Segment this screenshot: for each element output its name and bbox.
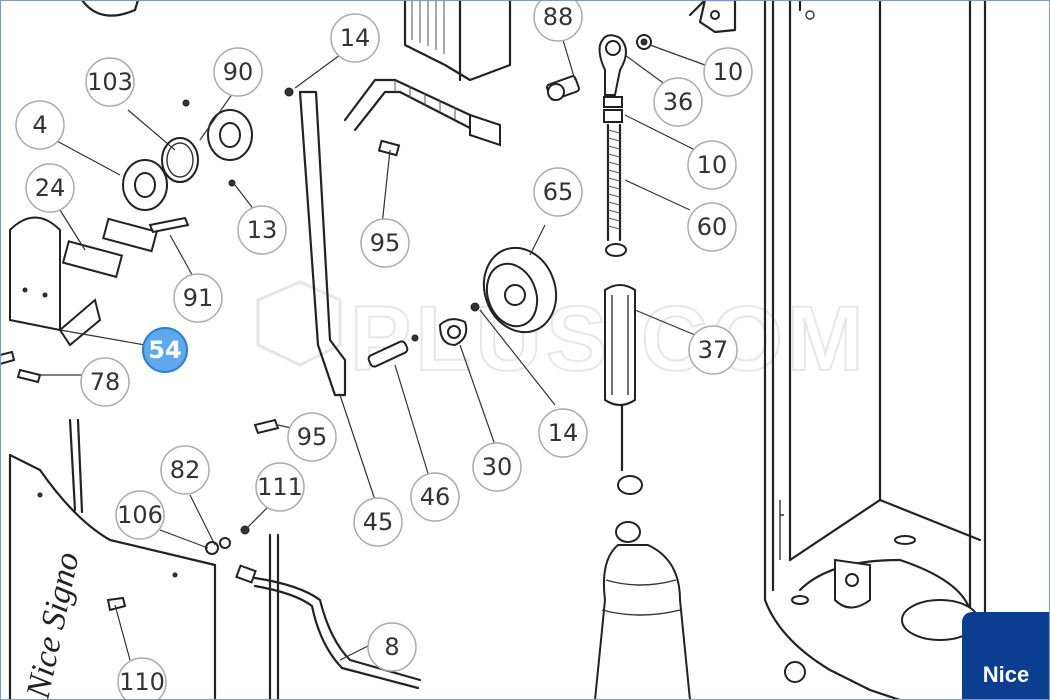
callout-4-label: 4 <box>32 111 47 139</box>
callout-95-mid: 95 <box>287 412 337 462</box>
callout-13-label: 13 <box>247 216 278 244</box>
callout-91-label: 91 <box>183 284 214 312</box>
callout-14-mid: 14 <box>538 408 588 458</box>
callout-54-highlighted[interactable]: 54 <box>142 327 188 373</box>
callout-10-top: 10 <box>703 47 753 97</box>
pin-46 <box>367 340 409 368</box>
callout-36-label: 36 <box>663 88 694 116</box>
callout-95-top: 95 <box>360 218 410 268</box>
callout-4: 4 <box>15 100 65 150</box>
callout-54-label: 54 <box>148 336 181 364</box>
gearbox-block <box>403 0 512 82</box>
threaded-rod <box>605 123 627 257</box>
callout-111-label: 111 <box>257 473 303 501</box>
callout-37-label: 37 <box>698 336 729 364</box>
cable <box>235 564 422 690</box>
callout-45: 45 <box>353 497 403 547</box>
partial-part-top-left <box>80 0 140 17</box>
callout-8-label: 8 <box>384 633 399 661</box>
callout-91: 91 <box>173 273 223 323</box>
callout-82-label: 82 <box>170 456 201 484</box>
callout-14-top-label: 14 <box>340 24 371 52</box>
callout-95-mid-label: 95 <box>297 423 328 451</box>
bracket-54 <box>9 216 102 347</box>
callout-103: 103 <box>85 57 135 107</box>
callout-24-label: 24 <box>35 174 66 202</box>
callout-65: 65 <box>533 167 583 217</box>
callout-46-label: 46 <box>420 483 451 511</box>
callout-8: 8 <box>367 622 417 672</box>
lever-arm <box>284 87 347 397</box>
callout-45-label: 45 <box>363 508 394 536</box>
callout-60: 60 <box>687 202 737 252</box>
callout-13: 13 <box>237 205 287 255</box>
callout-88-label: 88 <box>543 3 574 31</box>
callout-95-top-label: 95 <box>370 229 401 257</box>
callout-106-label: 106 <box>117 501 163 529</box>
callout-30-label: 30 <box>482 453 513 481</box>
panel-side-text: Nice Signo <box>19 549 86 700</box>
fittings <box>106 525 250 612</box>
callout-60-label: 60 <box>697 213 728 241</box>
callout-90-label: 90 <box>223 58 254 86</box>
callout-10-top-label: 10 <box>713 58 744 86</box>
callout-36: 36 <box>653 77 703 127</box>
callout-24: 24 <box>25 163 75 213</box>
spring-bell <box>593 521 692 700</box>
rod-end-assembly <box>546 34 652 123</box>
callout-78-label: 78 <box>90 368 121 396</box>
crank-handle <box>343 78 501 157</box>
callout-111: 111 <box>255 462 305 512</box>
callout-90: 90 <box>213 47 263 97</box>
callout-10-mid: 10 <box>687 140 737 190</box>
callout-78: 78 <box>80 357 130 407</box>
callout-14-mid-label: 14 <box>548 419 579 447</box>
callout-110: 110 <box>117 657 167 700</box>
top-right-bracket <box>688 0 737 34</box>
brand-logo-text: Nice <box>982 662 1030 687</box>
brand-logo: Nice <box>962 612 1050 700</box>
callout-110-label: 110 <box>119 668 165 696</box>
pulley <box>438 246 558 347</box>
leader-lines <box>40 29 706 661</box>
spring <box>604 284 643 495</box>
callout-88: 88 <box>533 0 583 42</box>
screw-78 <box>16 368 42 384</box>
callout-106: 106 <box>115 490 165 540</box>
cabinet-housing <box>763 0 987 700</box>
callout-103-label: 103 <box>87 68 133 96</box>
callout-82: 82 <box>160 445 210 495</box>
callout-10-mid-label: 10 <box>697 151 728 179</box>
callout-30: 30 <box>472 442 522 492</box>
callout-37: 37 <box>688 325 738 375</box>
callout-65-label: 65 <box>543 178 574 206</box>
screw-95 <box>253 418 280 435</box>
callout-14-top: 14 <box>330 13 380 63</box>
watermark: PLUS.COM <box>256 280 865 391</box>
callout-46: 46 <box>410 472 460 522</box>
bearing-assembly <box>61 99 253 279</box>
